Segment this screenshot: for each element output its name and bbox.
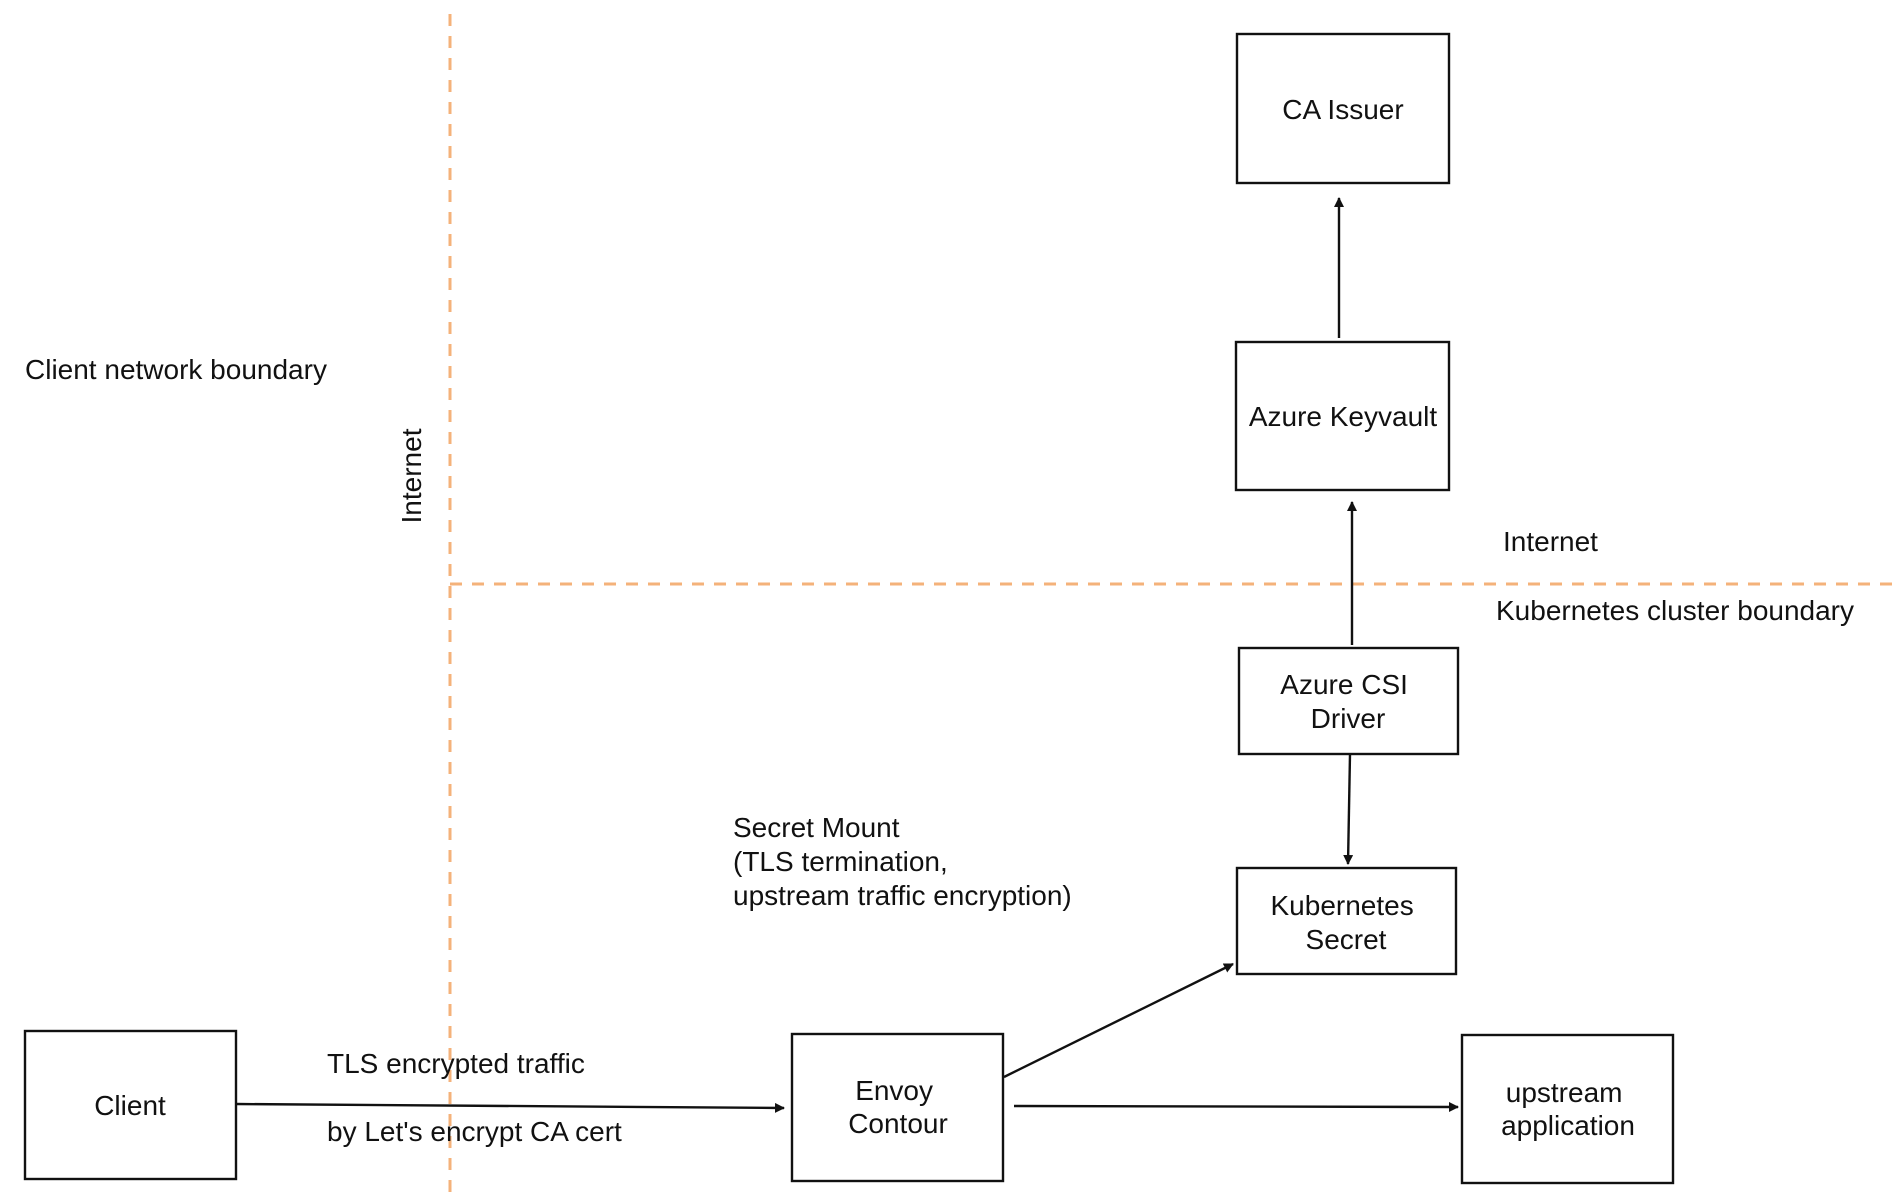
node-label: CA Issuer [1282,94,1403,125]
kubernetes-cluster-boundary-label: Kubernetes cluster boundary [1496,595,1854,626]
secret-mount-line-2: (TLS termination, [733,846,948,877]
client-network-boundary-label: Client network boundary [25,354,327,385]
svg-text:Kubernetes Secret: Kubernetes Secret [1271,890,1422,955]
edge-client-to-envoy [235,1102,785,1113]
svg-text:upstream application: upstream application [1501,1077,1635,1141]
internet-label-horizontal: Internet [1503,526,1598,557]
node-label-line-2: Contour [848,1108,948,1139]
node-label-line-1: Envoy [855,1075,933,1106]
node-envoy-contour: Envoy Contour [790,1032,1005,1183]
svg-text:Azure Keyvault: Azure Keyvault [1249,401,1438,432]
secret-mount-label: Secret Mount (TLS termination, upstream … [733,812,1072,911]
svg-text:Envoy Contour: Envoy Contour [848,1075,948,1139]
internet-label-vertical: Internet [396,428,427,523]
node-label: Client [94,1090,166,1121]
node-upstream-application: upstream application [1460,1033,1675,1185]
node-label-line-2: application [1501,1110,1635,1141]
svg-text:Client: Client [94,1090,166,1121]
lets-encrypt-ca-cert-label: by Let's encrypt CA cert [327,1116,622,1147]
secret-mount-line-1: Secret Mount [733,812,900,843]
node-client: Client [23,1029,238,1181]
node-label-line-1: upstream [1506,1077,1623,1108]
node-ca-issuer: CA Issuer [1235,32,1451,185]
secret-mount-line-3: upstream traffic encryption) [733,880,1072,911]
node-kubernetes-secret: Kubernetes Secret [1235,866,1458,976]
node-label-line-2: Driver [1311,703,1386,734]
tls-encrypted-traffic-label: TLS encrypted traffic [327,1048,585,1079]
svg-text:CA Issuer: CA Issuer [1282,94,1403,125]
node-label-line-1: Kubernetes [1271,890,1414,921]
edge-csi-driver-to-kubernetes-secret [1343,753,1354,865]
edge-envoy-to-upstream-application [1013,1101,1459,1112]
node-azure-keyvault: Azure Keyvault [1234,340,1451,492]
node-label-line-1: Azure CSI [1280,669,1408,700]
node-label: Azure Keyvault [1249,401,1438,432]
node-label-line-2: Secret [1306,924,1387,955]
node-azure-csi-driver: Azure CSI Driver [1237,646,1460,756]
edge-envoy-to-kubernetes-secret [1003,962,1234,1079]
svg-text:Azure CSI Driver: Azure CSI Driver [1280,669,1415,734]
